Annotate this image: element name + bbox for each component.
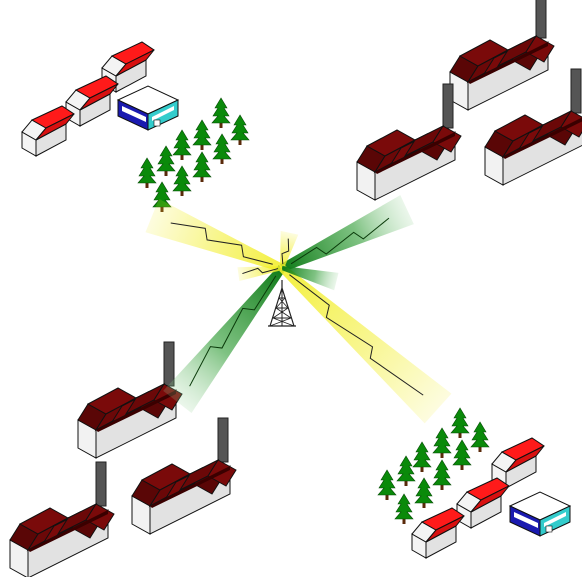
signal-beam bbox=[163, 265, 286, 414]
radio-tower-icon bbox=[268, 280, 296, 327]
factory-icon bbox=[77, 341, 183, 459]
tree-icon bbox=[414, 477, 434, 509]
tree-icon bbox=[230, 114, 250, 146]
tree-icon bbox=[377, 469, 397, 501]
tree-icon bbox=[432, 459, 452, 491]
house-icon bbox=[456, 477, 510, 529]
office-building-icon bbox=[117, 85, 179, 131]
signal-beam bbox=[279, 265, 452, 424]
tree-icon bbox=[192, 119, 212, 151]
tree-icon bbox=[470, 421, 490, 453]
tree-icon bbox=[432, 427, 452, 459]
factory-icon bbox=[449, 0, 555, 111]
signal-beam bbox=[281, 266, 339, 291]
tree-icon bbox=[450, 407, 470, 439]
office-building-icon bbox=[509, 491, 571, 537]
house-icon bbox=[65, 75, 119, 127]
tree-icon bbox=[156, 145, 176, 177]
tree-icon bbox=[412, 441, 432, 473]
signal-beam bbox=[237, 266, 283, 282]
house-icon bbox=[411, 507, 465, 559]
factory-icon bbox=[356, 83, 462, 201]
tree-icon bbox=[394, 493, 414, 525]
tree-icon bbox=[452, 439, 472, 471]
tree-icon bbox=[137, 157, 157, 189]
tree-icon bbox=[211, 97, 231, 129]
house-icon bbox=[21, 105, 75, 157]
signal-beam bbox=[280, 195, 414, 272]
tree-icon bbox=[396, 455, 416, 487]
tree-icon bbox=[172, 165, 192, 197]
tree-icon bbox=[172, 129, 192, 161]
tree-icon bbox=[212, 133, 232, 165]
tree-icon bbox=[192, 151, 212, 183]
signal-beam bbox=[280, 230, 299, 269]
factory-icon bbox=[9, 461, 115, 577]
signal-beam bbox=[145, 198, 284, 272]
factory-icon bbox=[131, 417, 237, 535]
